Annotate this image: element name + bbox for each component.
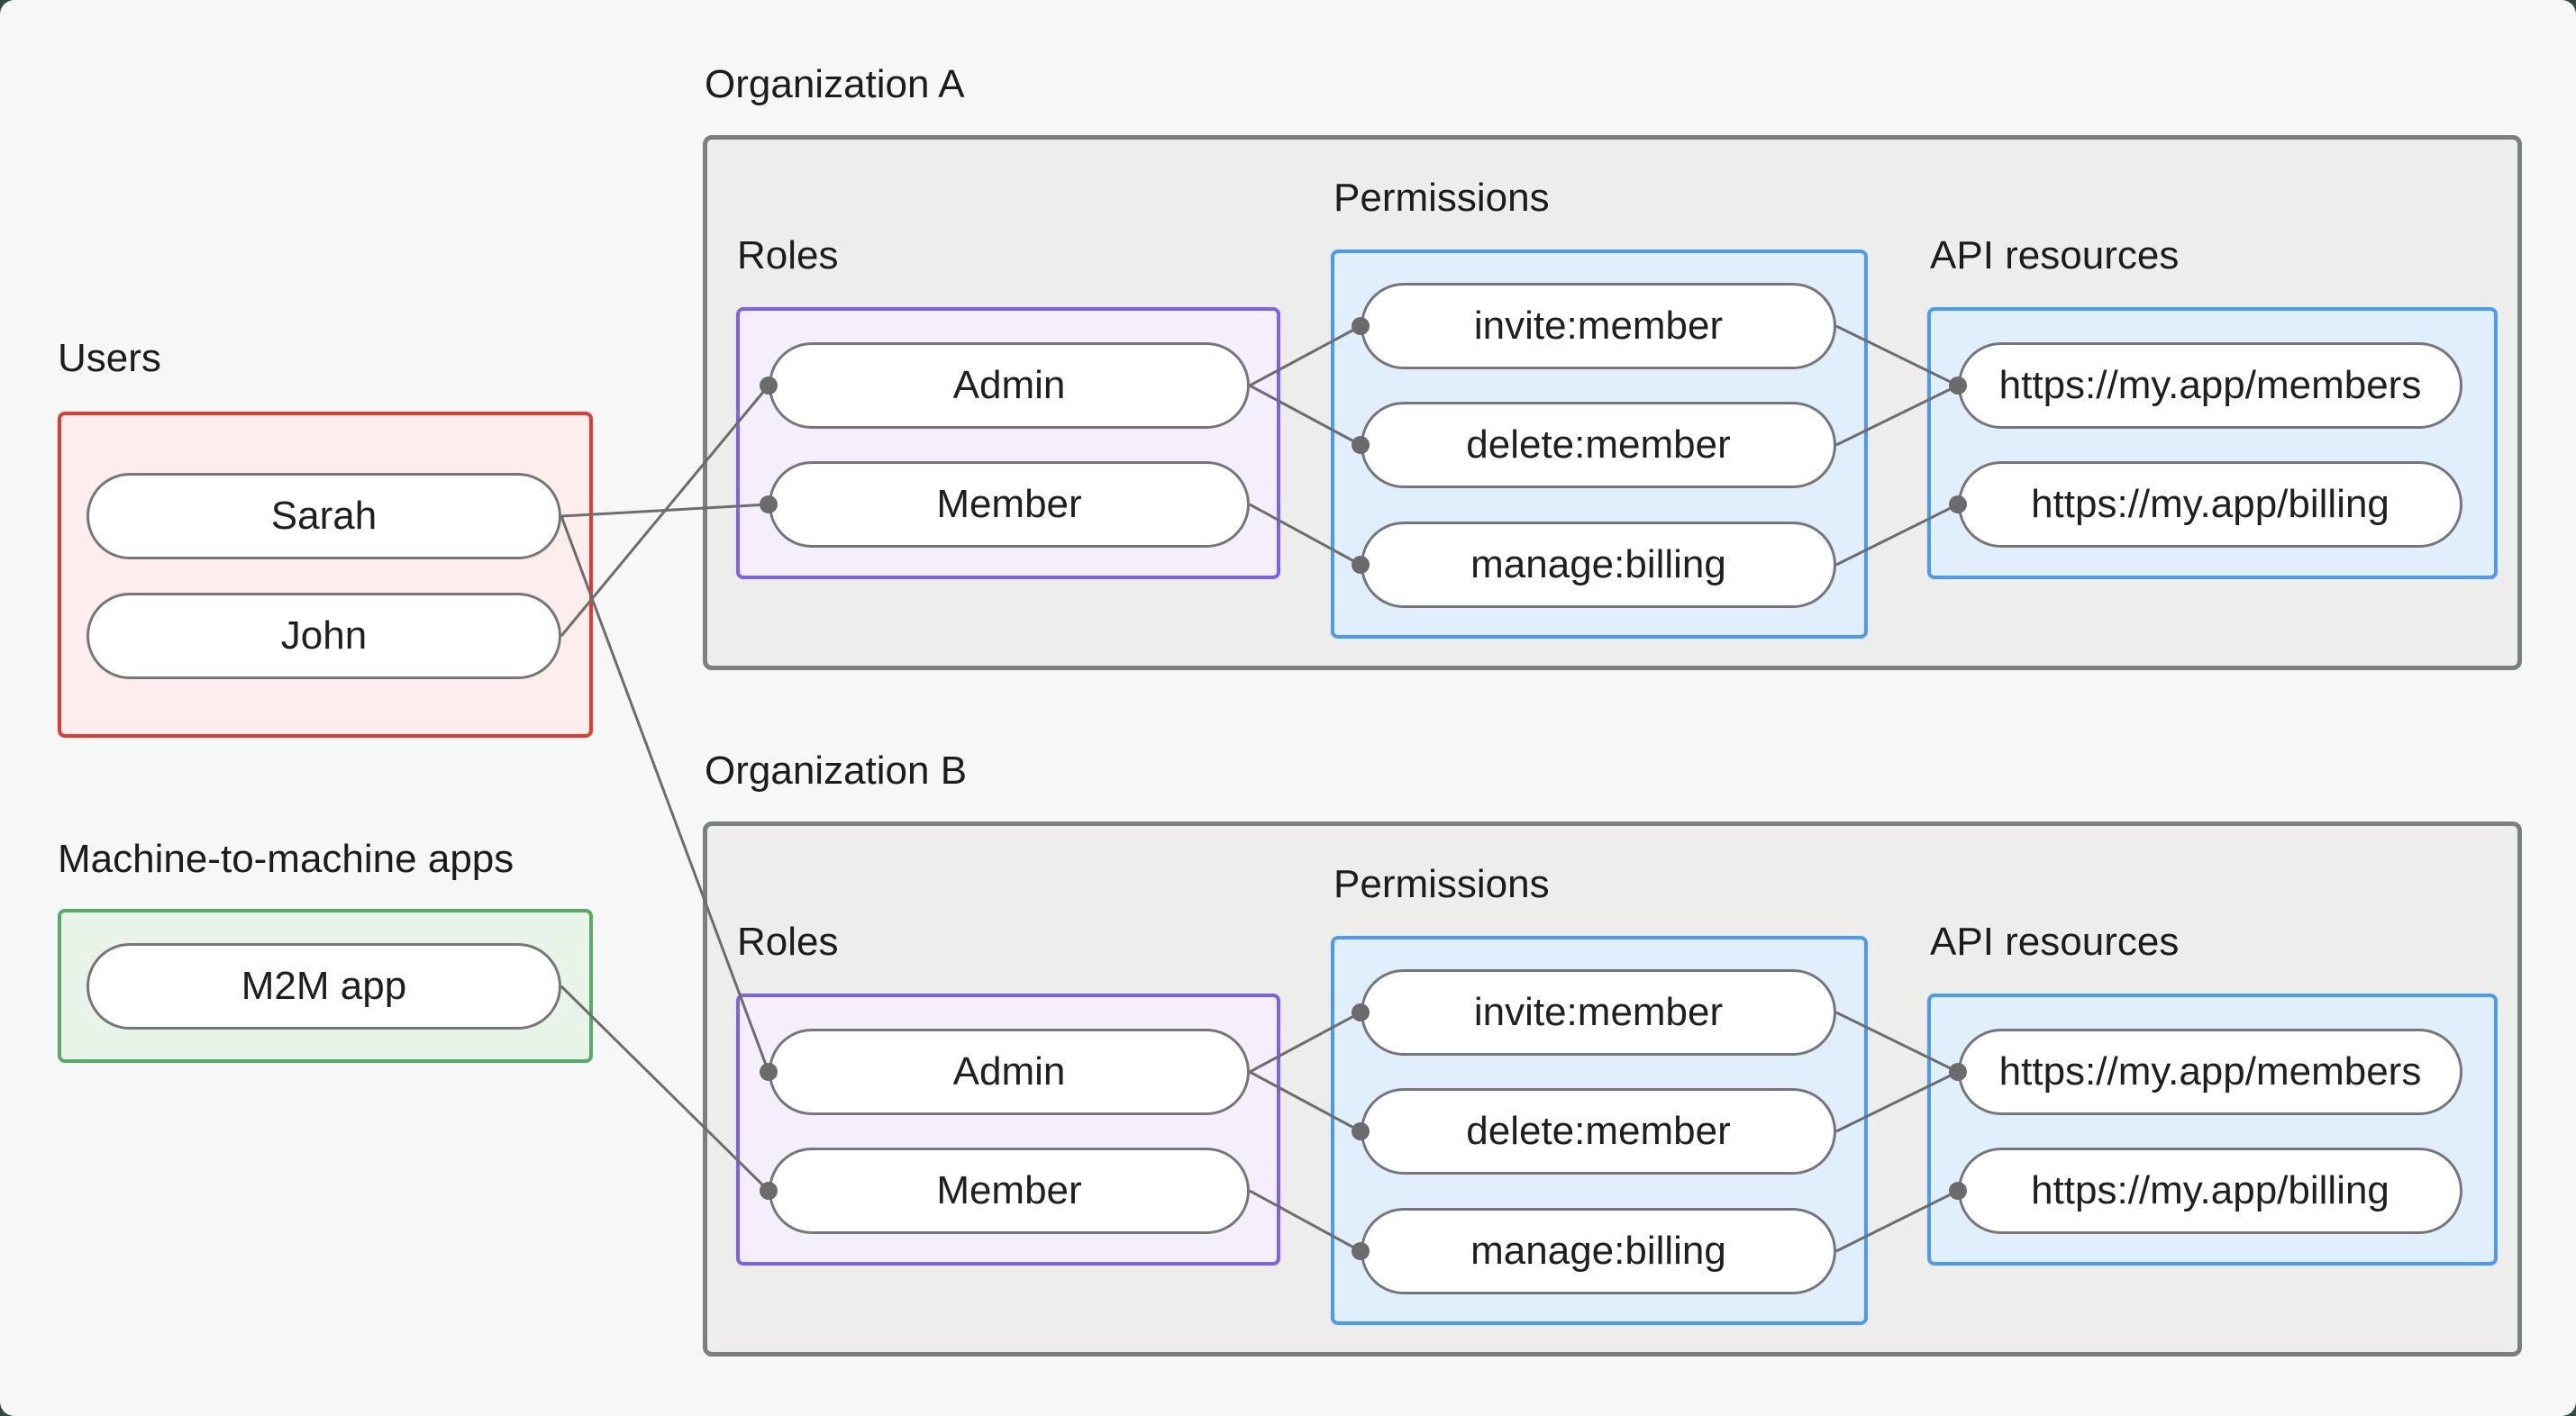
org-a-roles-label: Roles — [737, 233, 839, 277]
node-orgA-perm-delete: delete:member — [1361, 402, 1836, 488]
node-orgB-perm-invite: invite:member — [1361, 969, 1836, 1056]
node-orgA-role-member: Member — [769, 461, 1250, 548]
org-b-permissions-label: Permissions — [1334, 862, 1550, 906]
node-orgA-api-members: https://my.app/members — [1958, 342, 2462, 429]
node-orgA-perm-manage: manage:billing — [1361, 522, 1836, 608]
org-a-title: Organization A — [705, 62, 965, 106]
node-user-sarah: Sarah — [86, 473, 561, 559]
node-orgB-role-admin: Admin — [769, 1029, 1250, 1115]
users-section-title: Users — [58, 336, 161, 380]
node-user-john: John — [86, 593, 561, 679]
org-b-title: Organization B — [705, 749, 968, 793]
node-orgB-perm-manage: manage:billing — [1361, 1208, 1836, 1294]
node-orgB-api-billing: https://my.app/billing — [1958, 1148, 2462, 1234]
node-orgB-api-members: https://my.app/members — [1958, 1029, 2462, 1115]
node-orgA-role-admin: Admin — [769, 342, 1250, 429]
org-b-roles-label: Roles — [737, 920, 839, 964]
node-orgB-perm-delete: delete:member — [1361, 1088, 1836, 1175]
users-group-box — [58, 412, 593, 738]
node-orgA-perm-invite: invite:member — [1361, 283, 1836, 369]
org-b-api-resources-label: API resources — [1930, 920, 2180, 964]
node-orgB-role-member: Member — [769, 1148, 1250, 1234]
org-a-permissions-label: Permissions — [1334, 176, 1550, 220]
node-m2m-app: M2M app — [86, 943, 561, 1030]
m2m-section-title: Machine-to-machine apps — [58, 837, 514, 881]
org-a-api-resources-label: API resources — [1930, 233, 2180, 277]
node-orgA-api-billing: https://my.app/billing — [1958, 461, 2462, 548]
